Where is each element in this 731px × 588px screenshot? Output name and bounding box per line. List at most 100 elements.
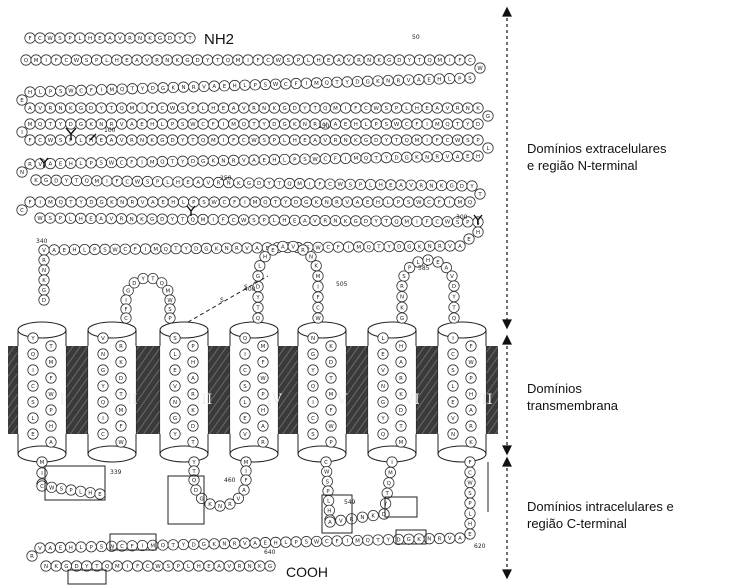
residue-letter: E [31,432,35,438]
residue-letter: R [469,424,473,430]
residue-letter: W [68,89,74,95]
residue-letter: E [366,200,370,206]
residue-letter: H [69,545,73,551]
residue-letter: H [469,392,473,398]
residue-letter: K [418,244,422,250]
residue-letter: A [232,106,236,112]
residue-letter: F [294,82,297,88]
residue-letter: H [272,158,276,164]
residue-letter: A [110,138,114,144]
residue-letter: L [381,336,384,342]
residue-letter: Q [263,200,267,206]
residue-letter: W [260,376,266,382]
residue-letter: C [232,218,236,224]
residue-letter: Y [183,247,188,253]
residue-letter: S [181,106,185,112]
residue-letter: K [89,122,93,128]
residue-letter: A [135,58,139,64]
residue-letter: D [374,138,378,144]
residue-letter: A [130,122,134,128]
residue-letter: W [49,485,55,491]
residue-letter: G [282,106,286,112]
residue-letter: V [38,162,42,168]
residue-letter: D [151,86,155,92]
residue-letter: R [396,78,400,84]
residue-letter: F [232,138,235,144]
residue-letter: V [451,416,455,422]
residue-letter: T [417,58,422,64]
residue-letter: A [151,200,155,206]
residue-letter: H [150,122,154,128]
residue-letter: D [191,424,195,430]
residue-letter: R [261,440,265,446]
residue-letter: T [118,392,123,398]
residue-letter: M [231,122,236,128]
residue-letter: E [100,138,104,144]
residue-letter: D [364,219,368,225]
residue-letter: E [344,122,348,128]
residue-letter: Y [302,106,307,112]
residue-letter: W [48,392,54,398]
residue-letter: G [161,86,165,92]
residue-letter: S [146,180,150,186]
residue-letter: M [435,122,440,128]
residue-letter: S [166,564,170,570]
residue-letter: S [103,247,107,253]
residue-letter: M [316,274,321,280]
transmembrane-label-text: Domínios transmembrana [527,380,618,414]
residue-letter: H [476,154,480,160]
residue-letter: N [427,537,431,543]
residue-letter: L [258,264,261,270]
residue-letter: D [460,184,464,190]
residue-letter: L [31,416,34,422]
residue-letter: L [283,138,286,144]
residue-letter: V [237,496,241,502]
residue-letter: A [399,183,403,189]
residue-letter: E [223,84,227,90]
residue-letter: G [247,181,251,187]
residue-letter: W [273,82,279,88]
residue-letter: V [243,541,247,547]
residue-letter: Q [160,160,164,166]
residue-letter: A [328,520,332,526]
residue-letter: Q [405,138,409,144]
residue-letter: Y [451,295,456,301]
residue-number: 460 [224,477,236,484]
residue-letter: Y [384,156,389,162]
residue-letter: D [191,159,195,165]
residue-letter: W [477,66,483,72]
residue-letter: T [187,36,192,42]
residue-letter: D [452,284,456,290]
residue-letter: Q [452,316,456,322]
residue-letter: Y [140,86,145,92]
helix-top [230,322,278,338]
residue-letter: K [176,58,180,64]
residue-letter: E [98,36,102,42]
residue-letter: K [399,392,403,398]
residue-letter: E [381,352,385,358]
residue-letter: T [385,491,390,497]
helix-top [298,322,346,338]
residue-letter: V [38,546,42,552]
residue-letter: N [20,170,24,176]
residue-letter: S [252,218,256,224]
residue-letter: V [118,36,122,42]
residue-letter: Q [394,219,398,225]
residue-letter: N [333,219,337,225]
residue-letter: R [120,217,124,223]
residue-letter: S [202,200,206,206]
residue-letter: M [95,179,100,185]
residue-letter: L [486,146,489,152]
helix-top [160,322,208,338]
residue-letter: L [273,218,276,224]
residue-letter: C [316,306,320,312]
residue-letter: Y [79,200,84,206]
residue-letter: M [388,470,393,476]
residue-letter: T [215,58,220,64]
residue-letter: C [223,200,227,206]
residue-letter: L [182,200,185,206]
residue-letter: F [468,460,471,466]
residue-letter: R [192,85,196,91]
residue-letter: H [282,218,286,224]
residue-letter: T [180,217,185,223]
